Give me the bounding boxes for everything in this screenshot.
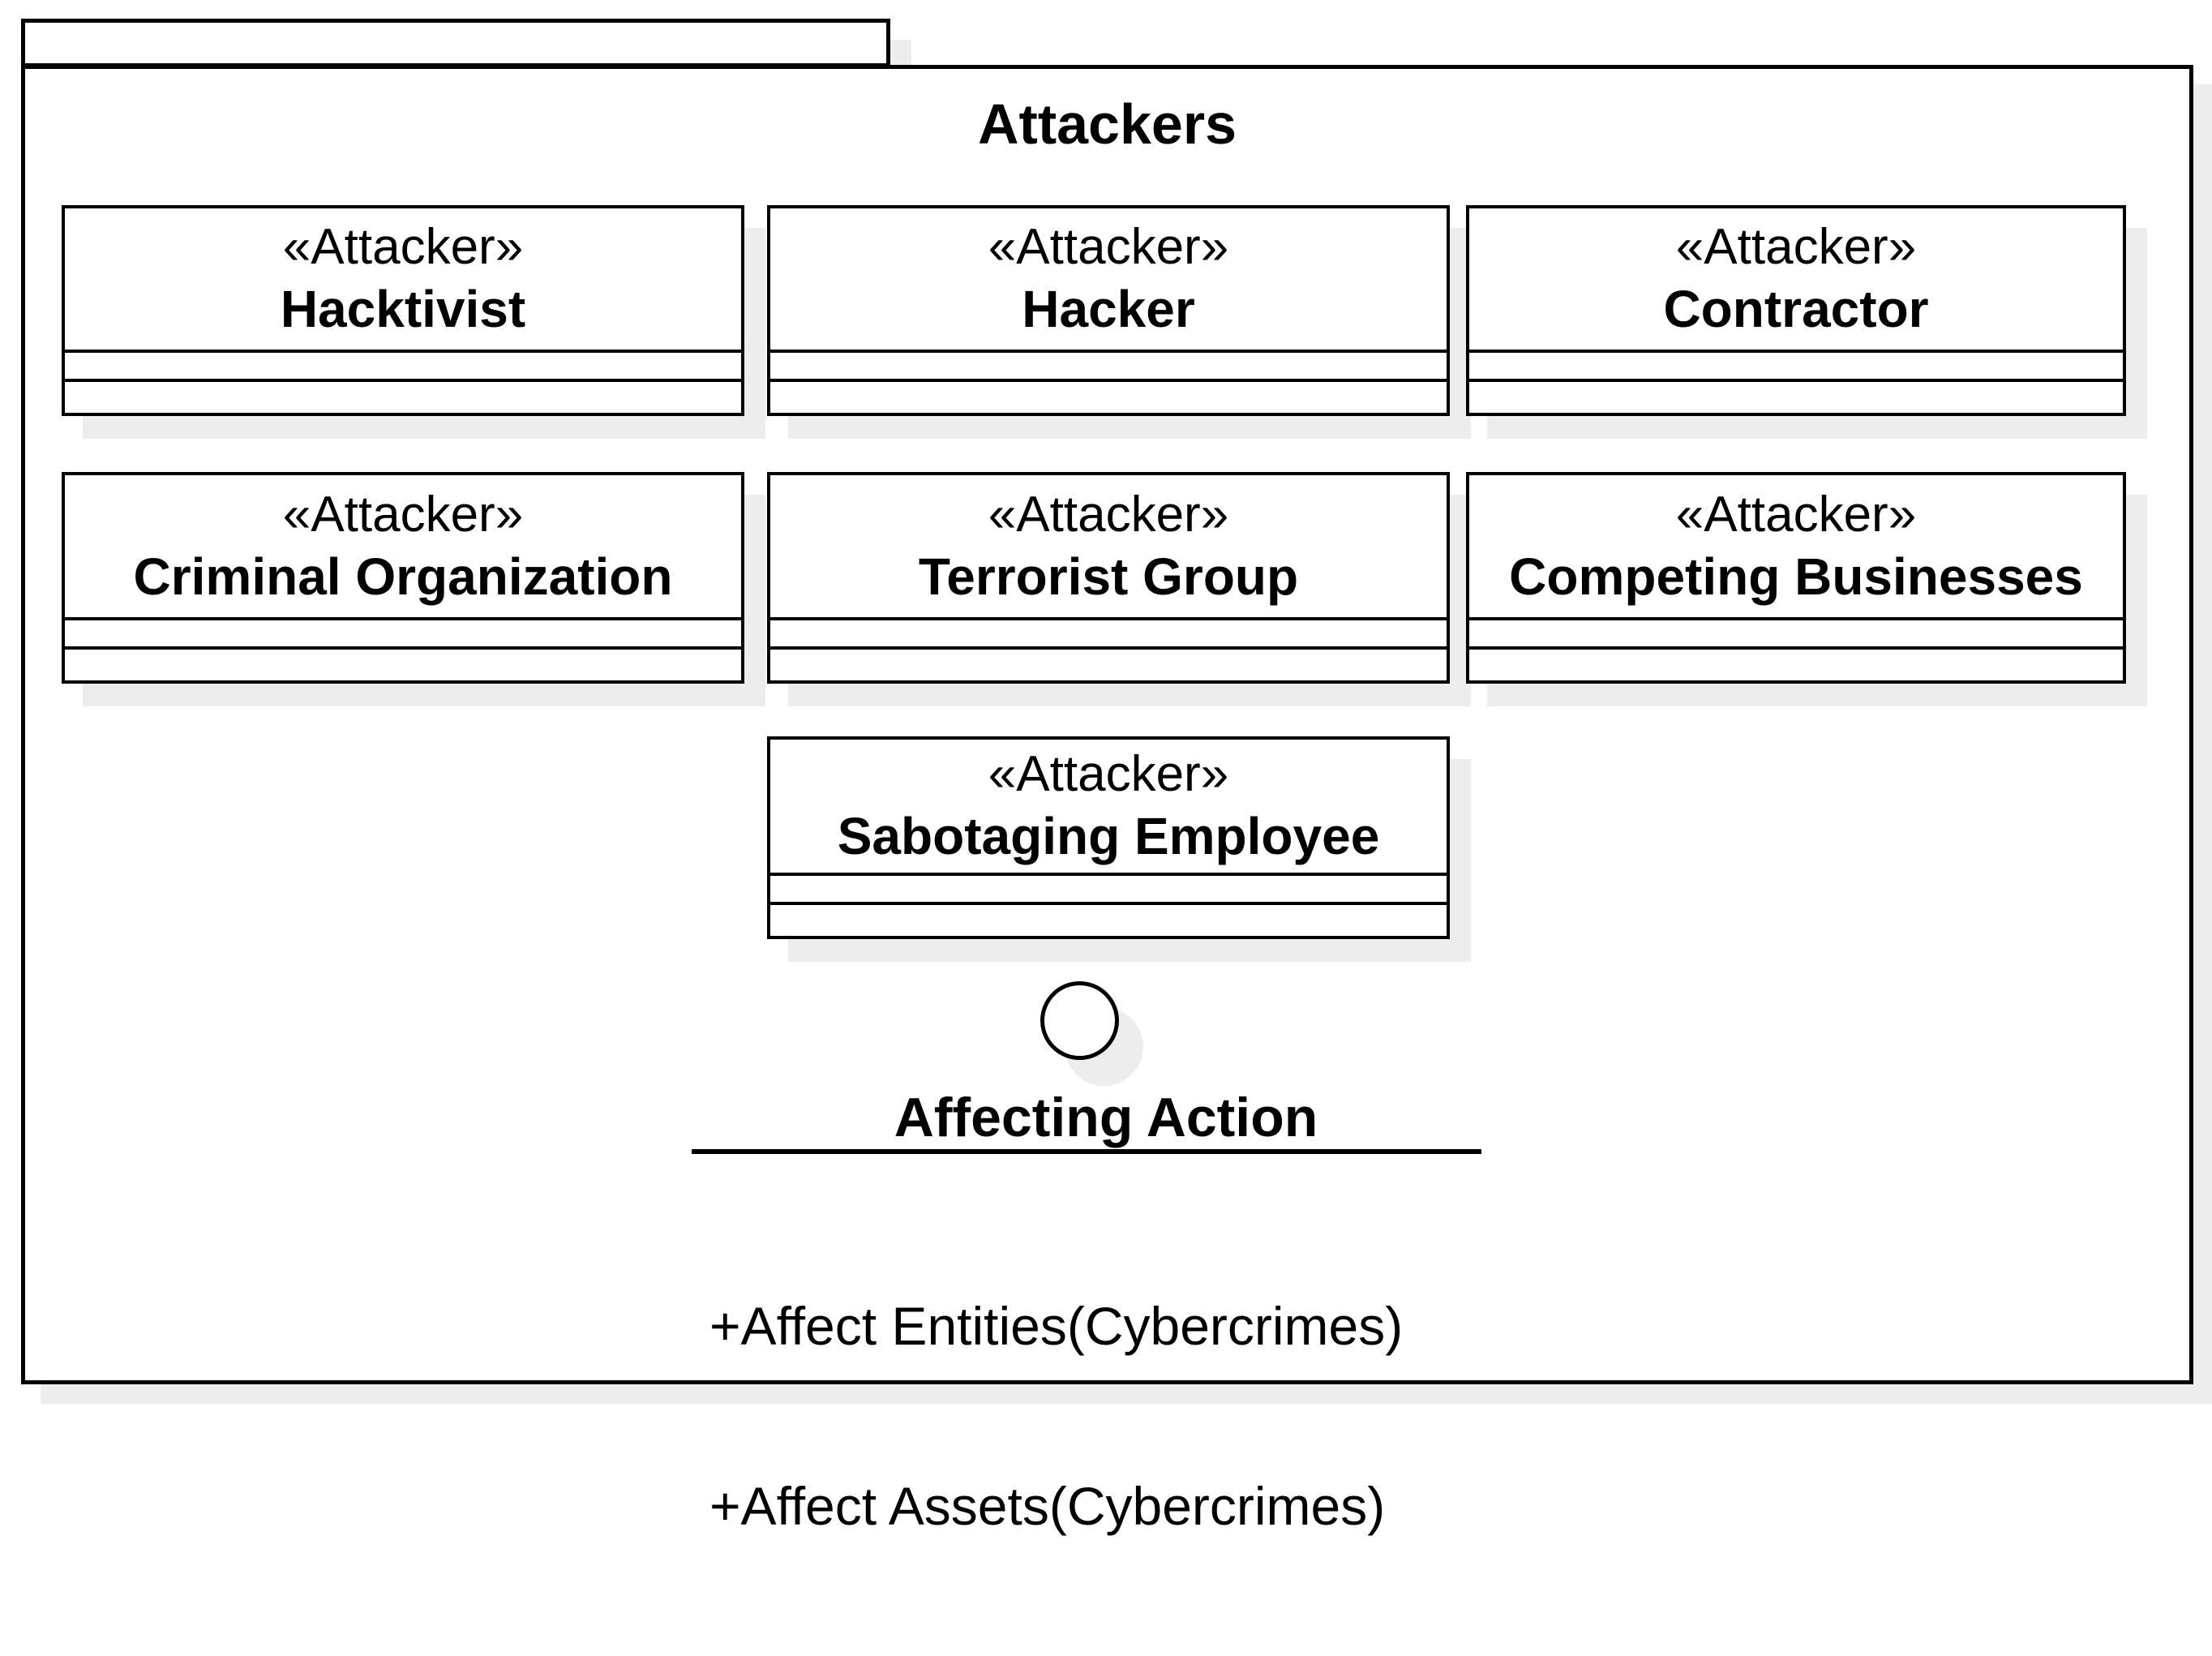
operations-compartment xyxy=(1469,382,2123,413)
class-box-competing-businesses[interactable]: «Attacker» Competing Businesses xyxy=(1466,472,2126,684)
attributes-compartment xyxy=(770,620,1447,650)
interface-operations: +Affect Entities(Cybercrimes) +Affect As… xyxy=(709,1176,1403,1656)
attributes-compartment xyxy=(770,353,1447,382)
class-box-terrorist-group[interactable]: «Attacker» Terrorist Group xyxy=(767,472,1450,684)
class-name: Competing Businesses xyxy=(1509,547,2083,606)
class-header: «Attacker» Hacker xyxy=(770,208,1447,353)
package-title: Attackers xyxy=(977,92,1237,156)
class-header: «Attacker» Terrorist Group xyxy=(770,475,1447,620)
class-name: Hacker xyxy=(1022,280,1195,338)
operations-compartment xyxy=(65,382,741,413)
class-box-contractor[interactable]: «Attacker» Contractor xyxy=(1466,205,2126,416)
stereotype-label: «Attacker» xyxy=(282,219,524,275)
class-name: Contractor xyxy=(1663,280,1929,338)
operations-compartment xyxy=(770,905,1447,936)
operations-compartment xyxy=(770,382,1447,413)
class-header: «Attacker» Criminal Organization xyxy=(65,475,741,620)
class-header: «Attacker» Sabotaging Employee xyxy=(770,740,1447,876)
attributes-compartment xyxy=(65,353,741,382)
class-name: Sabotaging Employee xyxy=(837,807,1380,865)
class-box-hacktivist[interactable]: «Attacker» Hacktivist xyxy=(62,205,744,416)
attributes-compartment xyxy=(65,620,741,650)
interface-name-underline xyxy=(692,1149,1481,1154)
operations-compartment xyxy=(1469,650,2123,680)
attributes-compartment xyxy=(1469,353,2123,382)
operations-compartment xyxy=(65,650,741,680)
class-header: «Attacker» Hacktivist xyxy=(65,208,741,353)
class-header: «Attacker» Contractor xyxy=(1469,208,2123,353)
attributes-compartment xyxy=(1469,620,2123,650)
class-box-hacker[interactable]: «Attacker» Hacker xyxy=(767,205,1450,416)
class-name: Terrorist Group xyxy=(918,547,1299,606)
stereotype-label: «Attacker» xyxy=(1675,486,1917,543)
interface-lollipop-circle[interactable] xyxy=(1040,981,1119,1060)
interface-operation: +Affect Assets(Cybercrimes) xyxy=(709,1476,1386,1536)
class-name: Criminal Organization xyxy=(133,547,673,606)
interface-name: Affecting Action xyxy=(894,1087,1318,1148)
attributes-compartment xyxy=(770,876,1447,905)
stereotype-label: «Attacker» xyxy=(1675,219,1917,275)
class-box-criminal-organization[interactable]: «Attacker» Criminal Organization xyxy=(62,472,744,684)
stereotype-label: «Attacker» xyxy=(282,486,524,543)
package-tab[interactable] xyxy=(21,19,890,67)
class-name: Hacktivist xyxy=(280,280,526,338)
class-box-sabotaging-employee[interactable]: «Attacker» Sabotaging Employee xyxy=(767,736,1450,939)
operations-compartment xyxy=(770,650,1447,680)
stereotype-label: «Attacker» xyxy=(988,746,1229,802)
stereotype-label: «Attacker» xyxy=(988,486,1229,543)
interface-operation: +Affect Entities(Cybercrimes) xyxy=(709,1296,1404,1356)
stereotype-label: «Attacker» xyxy=(988,219,1229,275)
class-header: «Attacker» Competing Businesses xyxy=(1469,475,2123,620)
